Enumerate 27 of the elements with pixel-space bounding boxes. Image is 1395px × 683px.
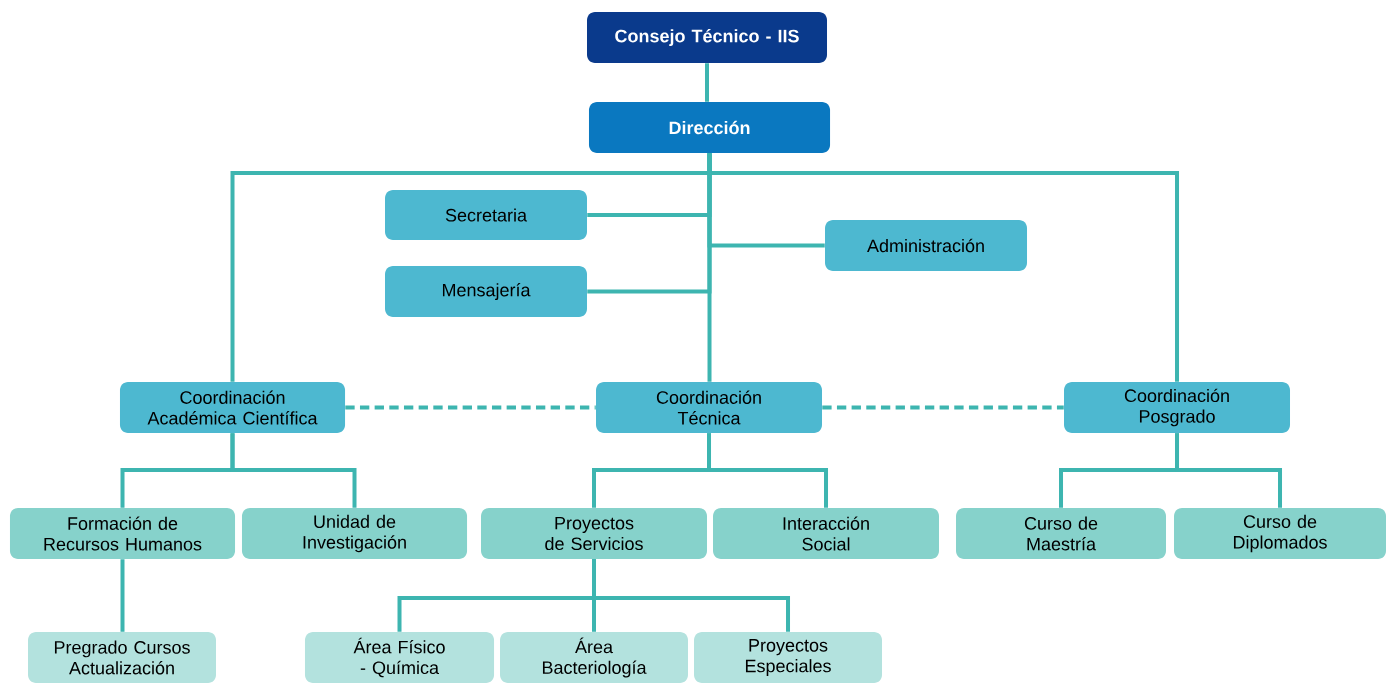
org-box: Área Bacteriología — [500, 632, 688, 683]
org-box: Mensajería — [385, 266, 587, 317]
org-box: Interacción Social — [713, 508, 939, 559]
connector-line — [707, 433, 828, 508]
org-box: Área Físico - Química — [305, 632, 495, 683]
org-box: Proyectos de Servicios — [481, 508, 707, 559]
org-box: Administración — [825, 220, 1027, 271]
connector-line — [345, 405, 596, 410]
org-box: Curso de Diplomados — [1174, 508, 1386, 559]
org-box: Pregrado Cursos Actualización — [28, 632, 216, 683]
org-box: Consejo Técnico - IIS — [587, 12, 827, 63]
connector-line — [592, 559, 790, 632]
connector-line — [705, 63, 709, 102]
connector-line — [1175, 433, 1282, 508]
org-box: Proyectos Especiales — [694, 632, 882, 683]
connector-line — [822, 405, 1064, 410]
connector-line — [707, 153, 712, 382]
org-box: Formación de Recursos Humanos — [9, 508, 236, 559]
org-box: Coordinación Técnica — [596, 382, 822, 433]
org-box: Secretaria — [385, 190, 587, 240]
org-box: Unidad de Investigación — [242, 508, 468, 559]
connector-line — [230, 433, 357, 508]
org-box: Curso de Maestría — [956, 508, 1166, 559]
org-box: Coordinación Académica Científica — [119, 382, 346, 433]
org-box: Dirección — [589, 102, 831, 153]
connector-line — [120, 559, 125, 632]
org-box: Coordinación Posgrado — [1064, 382, 1290, 433]
